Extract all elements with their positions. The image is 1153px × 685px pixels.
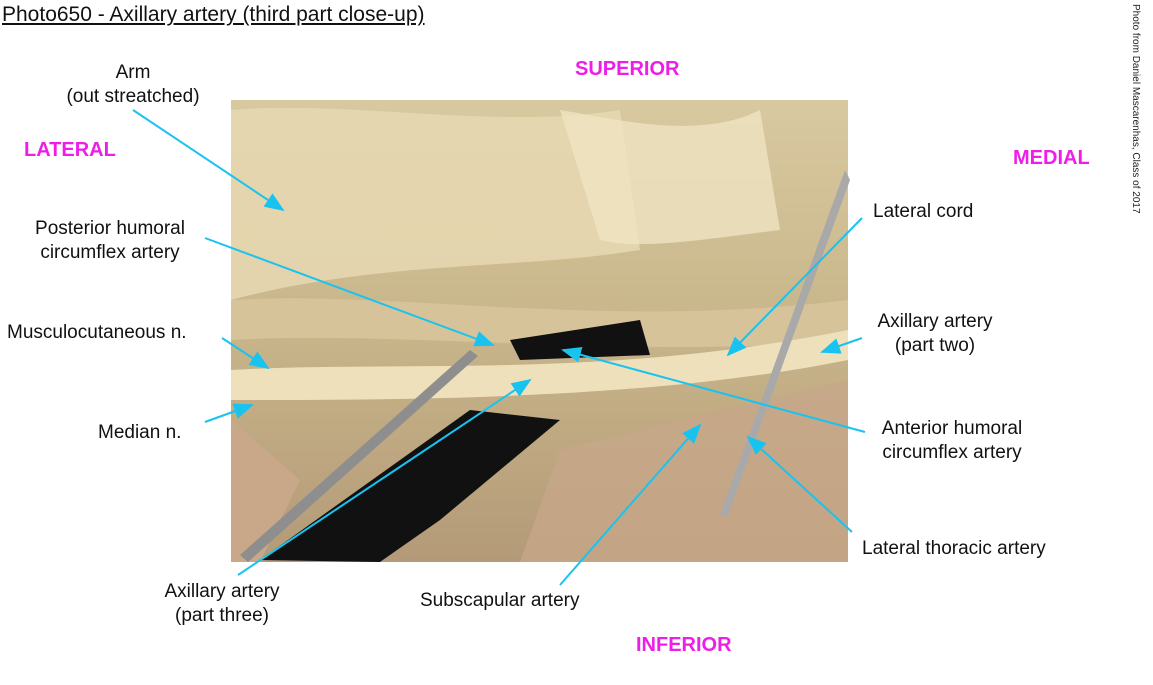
pointer-musculocutaneous: [221, 337, 270, 370]
label-lateral-cord: Lateral cord: [873, 201, 974, 222]
photo-credit: Photo from Daniel Mascarenhas, Class of …: [1130, 4, 1141, 214]
label-ax2-line1: Axillary artery: [877, 311, 993, 332]
label-axillary-three: Axillary artery (part three): [142, 580, 302, 628]
pointer-arm: [132, 109, 285, 212]
label-lateral-thoracic: Lateral thoracic artery: [862, 538, 1046, 559]
label-subscapular: Subscapular artery: [420, 590, 580, 611]
pointer-axillary-two: [820, 337, 863, 354]
pointer-lateral-cord: [726, 217, 863, 357]
pointer-posterior-humoral: [204, 237, 495, 347]
pointer-subscapular: [559, 423, 702, 586]
page-title: Photo650 - Axillary artery (third part c…: [2, 3, 425, 26]
label-anterior-humoral: Anterior humoral circumflex artery: [862, 417, 1042, 465]
label-posterior-line2: circumflex artery: [40, 242, 180, 263]
label-anterior-line1: Anterior humoral: [881, 418, 1023, 439]
orientation-lateral: LATERAL: [24, 139, 116, 161]
label-musculocutaneous: Musculocutaneous n.: [7, 322, 187, 343]
pointer-axillary-three: [237, 378, 532, 576]
label-arm: Arm (out streatched): [38, 61, 228, 109]
label-anterior-line2: circumflex artery: [882, 442, 1022, 463]
label-arm-line1: Arm: [115, 62, 151, 83]
label-ax3-line2: (part three): [175, 605, 269, 626]
label-median: Median n.: [98, 422, 182, 443]
label-axillary-two: Axillary artery (part two): [860, 310, 1010, 358]
pointer-median: [204, 403, 254, 423]
photo: [231, 100, 850, 562]
label-posterior-humoral: Posterior humoral circumflex artery: [20, 217, 200, 265]
orientation-medial: MEDIAL: [1013, 147, 1090, 169]
pointer-lateral-thoracic: [746, 435, 853, 533]
label-posterior-line1: Posterior humoral: [35, 218, 185, 239]
label-ax2-line2: (part two): [894, 335, 976, 356]
label-arm-line2: (out streatched): [66, 86, 200, 107]
pointer-anterior-humoral: [561, 346, 866, 433]
label-ax3-line1: Axillary artery: [164, 581, 280, 602]
orientation-superior: SUPERIOR: [575, 58, 680, 80]
orientation-inferior: INFERIOR: [636, 634, 732, 656]
